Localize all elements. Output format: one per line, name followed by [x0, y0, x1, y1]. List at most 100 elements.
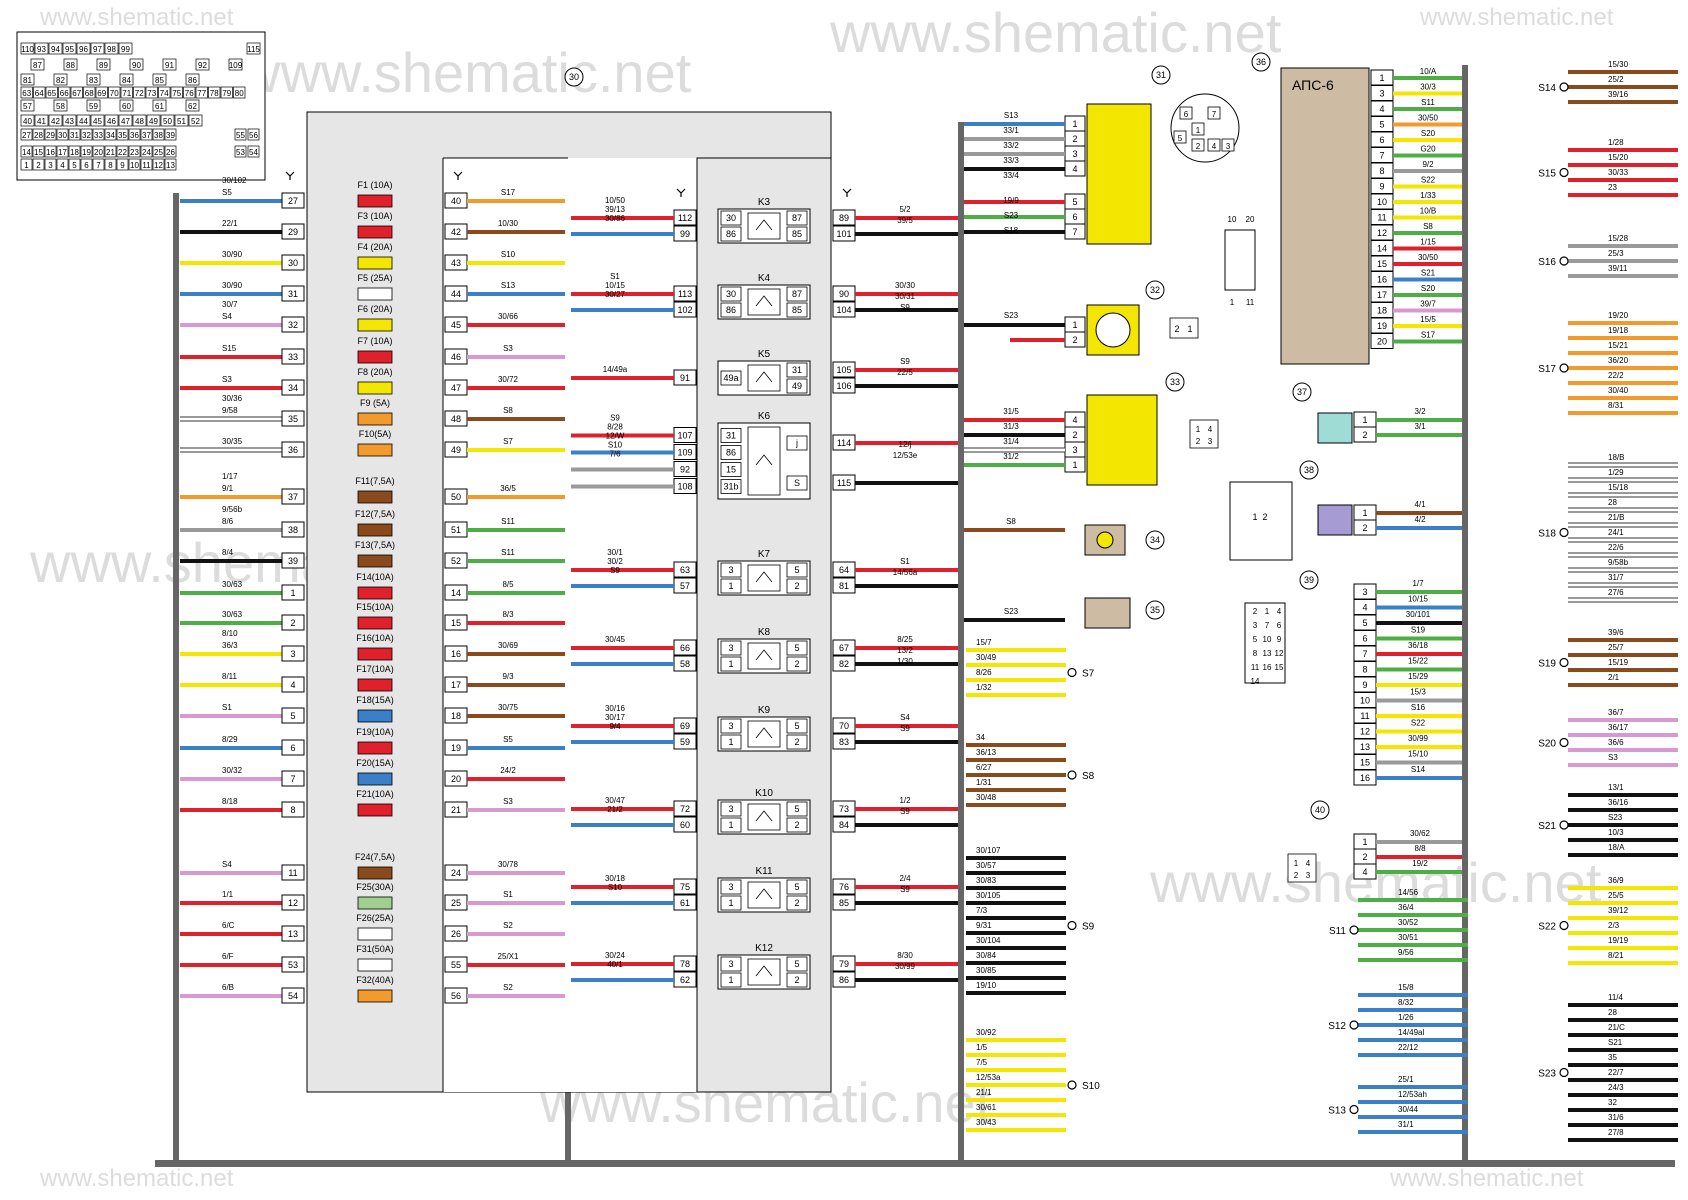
fuse-body [357, 523, 393, 537]
fuse-in-wire-label: 1/17 [222, 472, 238, 481]
relay-out-wire-label: 39/5 [897, 216, 913, 225]
connector-cell [20, 158, 33, 171]
fuse-body [357, 772, 393, 786]
splice-wire-label: 9/31 [976, 921, 992, 930]
relay-out-pin-label: 70 [839, 721, 849, 731]
splice-wire-label: 28 [1608, 1008, 1617, 1017]
component-31-plug-pin [1221, 138, 1235, 152]
connector-pin-label: 14 [22, 148, 31, 157]
connector-pin-label: 98 [107, 45, 116, 54]
splice-wire-label: 30/84 [976, 951, 997, 960]
fuse-out-wire-label: S8 [503, 406, 513, 415]
component-36-pin-label: 8 [1379, 166, 1384, 176]
relay-in-pin-label: 109 [677, 448, 692, 458]
fuse-block-number-label: 30 [569, 72, 579, 82]
component-31-plug-pin [1191, 122, 1205, 136]
splice-wire-label: 30/40 [1608, 386, 1629, 395]
splice-wire-label: 36/7 [1608, 708, 1624, 717]
splice-wire-label: 12/53a [976, 1073, 1001, 1082]
relay-inner-pin-label: 1 [728, 581, 733, 591]
splice-wire-label: 24/1 [1608, 528, 1624, 537]
component-36-wire-label: 15/5 [1420, 315, 1436, 324]
component-38-body [1317, 504, 1353, 536]
connector-cell [233, 86, 246, 99]
relay-out-wire-label: 13/2 [897, 646, 913, 655]
fuse-in-pin-label: 11 [288, 868, 297, 878]
component-39-plug-pin-label: 6 [1277, 621, 1282, 630]
splice-node [1559, 527, 1569, 538]
component-39-wire-label: S22 [1411, 719, 1426, 728]
connector-cell [234, 128, 247, 141]
fuse-out-pin-label: 45 [451, 320, 461, 330]
connector-pin-label: 38 [154, 131, 163, 140]
connector-cell [53, 99, 68, 112]
splice-wire-label: 11/4 [1608, 993, 1624, 1002]
splice-wire-label: 25/1 [1398, 1075, 1414, 1084]
component-40-plug-pin-label: 2 [1294, 871, 1299, 880]
relay-in-wire-label: S9 [610, 566, 620, 575]
component-38-number-label: 38 [1304, 465, 1314, 475]
relay-inner-pin [786, 801, 808, 817]
splice-label: S16 [1538, 257, 1556, 268]
fuse-out-wire-label: S11 [501, 517, 515, 526]
fuse-in-wire-label: 30/102 [222, 176, 247, 185]
component-36-pin-label: 6 [1379, 135, 1384, 145]
relay-in-wire-label: 30/16 [605, 704, 626, 713]
fuse-label: F9 (5A) [360, 398, 390, 408]
splice-wire-label: 1/32 [976, 683, 992, 692]
component-36-pin-label: 15 [1377, 259, 1387, 269]
splice-wire-label: 19/19 [1608, 936, 1629, 945]
connector-cell [208, 86, 221, 99]
relay-coil [747, 803, 781, 831]
connector-cell [33, 86, 46, 99]
component-36-pin-label: 12 [1377, 228, 1387, 238]
splice-wire-label: 7/5 [976, 1058, 988, 1067]
component-36-pin-label: 1 [1379, 73, 1384, 83]
component-33-pin-label: 2 [1072, 430, 1077, 440]
connector-pin-label: 40 [23, 117, 32, 126]
splice-wire-label: 21/B [1608, 513, 1624, 522]
connector-cell [34, 114, 49, 127]
fuse-in-pin-label: 29 [288, 227, 298, 237]
fuse-in-pin [281, 379, 305, 396]
component-38-plug-pin-label: 1 [1252, 512, 1257, 522]
diag-pin-label: 11 [1246, 298, 1255, 307]
component-39-wire-label: 30/99 [1408, 734, 1429, 743]
splice-wire-label: 21/C [1608, 1023, 1625, 1032]
component-32-number [1145, 280, 1165, 300]
fuse-in-pin [281, 223, 305, 240]
connector-cell [104, 128, 117, 141]
component-39-number [1299, 570, 1319, 590]
connector-pin-label: 5 [72, 161, 77, 170]
component-31-plug-pin [1191, 138, 1205, 152]
fuse-body [357, 958, 393, 972]
fuse-body [357, 350, 393, 364]
connector-pin-label: 20 [94, 148, 103, 157]
fuse-body [357, 678, 393, 692]
component-39-wire-label: 15/10 [1408, 750, 1429, 759]
connector-cell [34, 42, 49, 55]
component-39-plug-pin-label: 15 [1275, 663, 1284, 672]
fuse-out-wire-label: S7 [503, 437, 513, 446]
fuse-in-pin-label: 32 [288, 320, 298, 330]
connector-pin-label: 25 [154, 148, 163, 157]
connector-pin-label: 57 [23, 102, 32, 111]
relay-inner-pin [786, 895, 808, 911]
relay-inner-pin [720, 226, 742, 242]
connector-cell [128, 145, 141, 158]
relay-in-pin-label: 91 [680, 373, 690, 383]
relay-inner-pin [786, 562, 808, 578]
component-31-plug-pin-label: 1 [1196, 126, 1201, 135]
connector-cell [164, 145, 177, 158]
relay-out-wire-label: S9 [900, 357, 910, 366]
connector-pin-label: 76 [185, 89, 194, 98]
connector-pin-label: 97 [93, 45, 102, 54]
component-39-plug-pin-label: 9 [1277, 635, 1282, 644]
component-33-plug-pin-label: 1 [1196, 425, 1201, 434]
relay-out-pin-label: 86 [839, 975, 849, 985]
relay-inner-pin [786, 640, 808, 656]
splice-wire-label: 1/31 [976, 778, 992, 787]
splice-wire-label: 36/6 [1608, 738, 1624, 747]
component-37-number-label: 37 [1297, 387, 1307, 397]
splice-wire-label: S21 [1608, 1038, 1623, 1047]
